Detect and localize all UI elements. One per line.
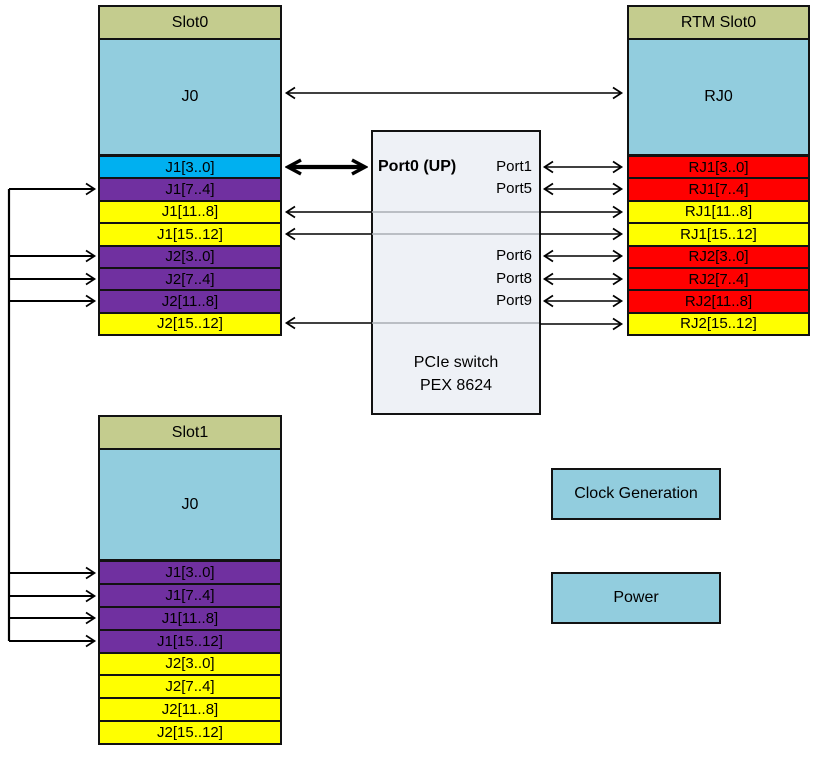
slot0-row: J2[11..8] [100,289,280,312]
slot1-row: J2[7..4] [100,674,280,698]
switch-port1-label: Port1 [496,158,532,175]
pcie-switch-block: Port0 (UP) Port1 Port5 Port6 Port8 Port9… [371,130,541,415]
slot1-block: Slot1 J0 J1[3..0] J1[7..4] J1[11..8] J1[… [98,415,282,745]
switch-port9-label: Port9 [496,292,532,309]
rtm-lane-rows: RJ1[3..0] RJ1[7..4] RJ1[11..8] RJ1[15..1… [629,157,808,334]
switch-port6-label: Port6 [496,247,532,264]
rtm-row: RJ1[3..0] [629,157,808,178]
rtm-row: RJ2[15..12] [629,311,808,334]
clock-generation-block: Clock Generation [551,468,721,520]
rtm-row: RJ1[11..8] [629,199,808,223]
slot0-row: J2[3..0] [100,244,280,267]
slot0-block: Slot0 J0 J1[3..0] J1[7..4] J1[11..8] J1[… [98,5,282,336]
slot0-slot1-bus [7,182,97,648]
slot1-lane-rows: J1[3..0] J1[7..4] J1[11..8] J1[15..12] J… [100,562,280,743]
rtm-rj0-connector: RJ0 [629,40,808,157]
slot0-row: J2[7..4] [100,266,280,290]
slot0-row: J2[15..12] [100,311,280,334]
slot0-title: Slot0 [100,7,280,40]
rtm-row: RJ2[11..8] [629,289,808,312]
switch-port5-label: Port5 [496,180,532,197]
slot1-row: J1[15..12] [100,628,280,652]
slot0-row: J1[3..0] [100,157,280,178]
slot1-row: J2[11..8] [100,697,280,721]
switch-port0-uplink-label: Port0 (UP) [378,158,457,175]
slot0-row: J1[15..12] [100,222,280,245]
pcie-switch-name-line2: PEX 8624 [419,377,493,394]
slot1-row: J1[7..4] [100,582,280,606]
switch-port8-label: Port8 [496,270,532,287]
pcie-switch-name: PCIe switch PEX 8624 [373,351,539,397]
power-block: Power [551,572,721,624]
rtm-slot0-block: RTM Slot0 RJ0 RJ1[3..0] RJ1[7..4] RJ1[11… [627,5,810,336]
slot0-row: J1[7..4] [100,177,280,200]
slot0-lane-rows: J1[3..0] J1[7..4] J1[11..8] J1[15..12] J… [100,157,280,334]
slot1-row: J2[3..0] [100,651,280,675]
slot1-row: J1[11..8] [100,605,280,629]
pcie-switch-name-line1: PCIe switch [413,354,499,371]
slot1-j0-connector: J0 [100,450,280,562]
slot0-row: J1[11..8] [100,199,280,223]
rtm-slot0-title: RTM Slot0 [629,7,808,40]
rtm-row: RJ1[15..12] [629,222,808,245]
rtm-row: RJ1[7..4] [629,177,808,200]
slot1-row: J1[3..0] [100,562,280,583]
slot1-row: J2[15..12] [100,720,280,743]
slot1-title: Slot1 [100,417,280,450]
rtm-row: RJ2[7..4] [629,266,808,290]
slot0-j0-connector: J0 [100,40,280,157]
rtm-row: RJ2[3..0] [629,244,808,267]
